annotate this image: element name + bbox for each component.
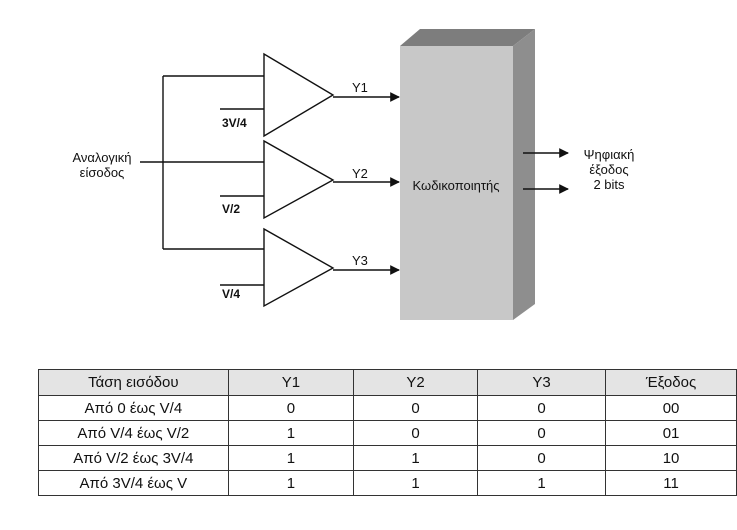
cell-y1: 1 — [227, 420, 355, 446]
table-row: Από 0 έως V/4 0 0 0 00 — [38, 395, 737, 421]
cell-y3: 0 — [476, 395, 607, 421]
output-label-y2: Y2 — [352, 166, 368, 181]
cell-y3: 0 — [476, 420, 607, 446]
cell-y2: 1 — [353, 445, 478, 471]
header-y1: Y1 — [227, 369, 355, 396]
cell-y2: 1 — [353, 470, 478, 496]
output-label-y1: Y1 — [352, 80, 368, 95]
cell-range: Από 3V/4 έως V — [38, 470, 229, 496]
cell-output: 11 — [605, 470, 737, 496]
input-bus — [140, 75, 264, 250]
ref-label-3v4: 3V/4 — [222, 116, 247, 130]
table-row: Από 3V/4 έως V 1 1 1 11 — [38, 470, 737, 496]
cell-y3: 0 — [476, 445, 607, 471]
output-label-y3: Y3 — [352, 253, 368, 268]
cell-y1: 0 — [227, 395, 355, 421]
table-row: Από V/4 έως V/2 1 0 0 01 — [38, 420, 737, 446]
comparator-encoder-diagram: Αναλογική είσοδος 3V/4 Y1 V/2 Y2 V/4 Y3 … — [72, 29, 635, 320]
table-row: Από V/2 έως 3V/4 1 1 0 10 — [38, 445, 737, 471]
input-label: Αναλογική — [72, 150, 131, 165]
ref-label-v4: V/4 — [222, 287, 240, 301]
header-input-voltage: Τάση εισόδου — [38, 369, 229, 396]
comparator-1: 3V/4 Y1 — [220, 52, 400, 138]
cell-y3: 1 — [476, 470, 607, 496]
digital-output-label-line2: έξοδος — [589, 162, 628, 177]
comparator-3: V/4 Y3 — [220, 227, 400, 308]
table-header-row: Τάση εισόδου Y1 Y2 Y3 Έξοδος — [38, 369, 737, 396]
cell-y2: 0 — [353, 420, 478, 446]
cell-output: 10 — [605, 445, 737, 471]
cell-y2: 0 — [353, 395, 478, 421]
header-output: Έξοδος — [605, 369, 737, 396]
input-label-line2: είσοδος — [80, 165, 125, 180]
comparator-2: V/2 Y2 — [220, 139, 400, 220]
ref-label-v2: V/2 — [222, 202, 240, 216]
digital-output-label-line3: 2 bits — [593, 177, 625, 192]
cell-range: Από V/2 έως 3V/4 — [38, 445, 229, 471]
digital-output-label-line1: Ψηφιακή — [584, 147, 635, 162]
encoder-block: Κωδικοποιητής — [400, 29, 535, 320]
header-y2: Y2 — [353, 369, 478, 396]
cell-range: Από 0 έως V/4 — [38, 395, 229, 421]
cell-output: 01 — [605, 420, 737, 446]
cell-y1: 1 — [227, 445, 355, 471]
cell-range: Από V/4 έως V/2 — [38, 420, 229, 446]
header-y3: Y3 — [476, 369, 607, 396]
cell-y1: 1 — [227, 470, 355, 496]
encoder-label: Κωδικοποιητής — [413, 178, 500, 193]
truth-table: Τάση εισόδου Y1 Y2 Y3 Έξοδος Από 0 έως V… — [38, 369, 737, 496]
digital-output-arrows — [523, 148, 569, 194]
cell-output: 00 — [605, 395, 737, 421]
